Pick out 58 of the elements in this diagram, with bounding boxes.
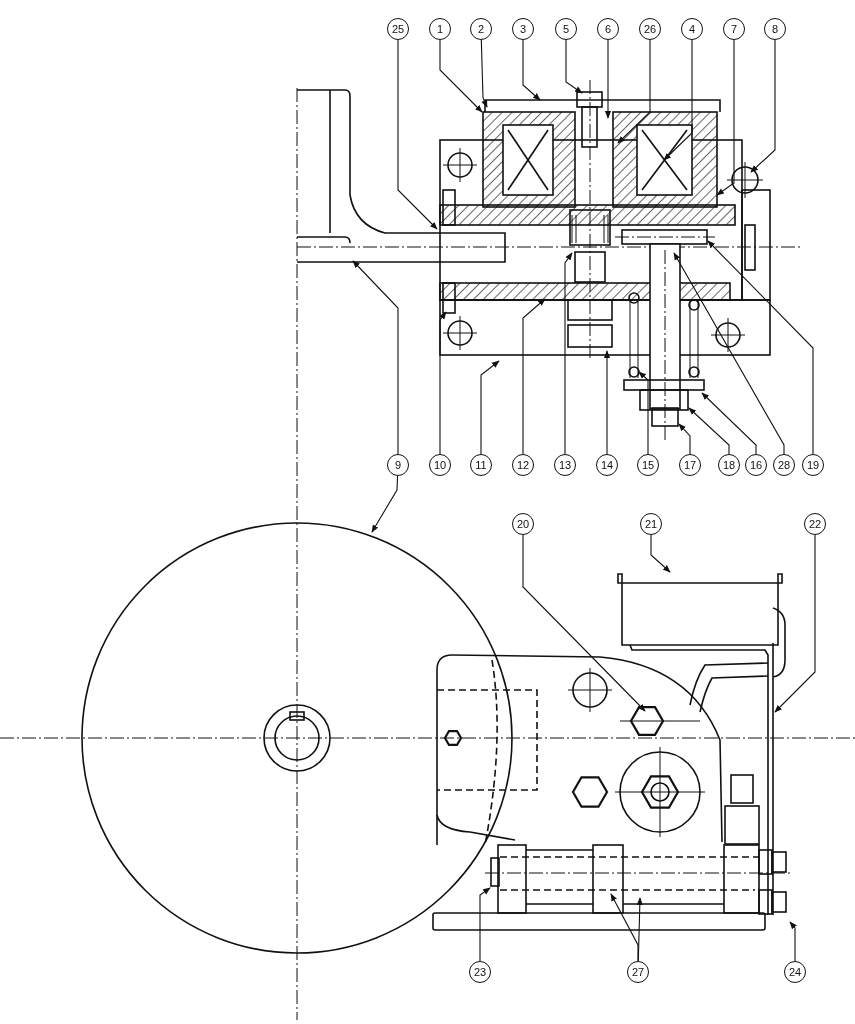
callout-number: 14 xyxy=(596,454,618,476)
leader-line xyxy=(678,423,691,455)
callout-number: 22 xyxy=(804,513,826,535)
leader-line xyxy=(371,475,399,533)
leader-line xyxy=(638,371,649,455)
leader-line xyxy=(439,39,483,113)
callout-number: 26 xyxy=(639,18,661,40)
leader-line xyxy=(707,240,814,455)
leader-line xyxy=(750,39,776,173)
callout-number: 5 xyxy=(555,18,577,40)
leader-line xyxy=(522,534,646,712)
callout-number: 13 xyxy=(554,454,576,476)
leader-line xyxy=(480,39,488,108)
callout-number: 7 xyxy=(723,18,745,40)
callout-number: 28 xyxy=(773,454,795,476)
callout-number: 23 xyxy=(469,961,491,983)
callout-number: 4 xyxy=(681,18,703,40)
leader-line xyxy=(688,407,730,455)
leader-line xyxy=(610,893,639,962)
leader-line xyxy=(789,921,797,962)
leader-line xyxy=(522,39,541,101)
leader-line xyxy=(603,350,611,455)
callout-number: 21 xyxy=(640,513,662,535)
leader-line xyxy=(604,39,612,119)
callout-number: 17 xyxy=(679,454,701,476)
callout-number: 24 xyxy=(784,961,806,983)
callout-number: 8 xyxy=(764,18,786,40)
callout-number: 12 xyxy=(512,454,534,476)
callout-number: 27 xyxy=(627,961,649,983)
leader-line xyxy=(439,311,447,455)
callout-number: 20 xyxy=(512,513,534,535)
callout-number: 25 xyxy=(387,18,409,40)
leader-line xyxy=(701,392,757,455)
leader-line xyxy=(565,39,583,94)
leader-line xyxy=(479,887,491,962)
callout-number: 9 xyxy=(387,454,409,476)
callout-number: 6 xyxy=(597,18,619,40)
leader-line xyxy=(397,39,438,230)
leader-line xyxy=(716,39,735,196)
leader-line xyxy=(564,252,573,455)
callout-number: 10 xyxy=(429,454,451,476)
leader-line xyxy=(480,360,500,455)
leader-line xyxy=(522,298,546,455)
leader-line xyxy=(774,534,816,713)
callout-number: 19 xyxy=(802,454,824,476)
leader-line xyxy=(617,39,651,144)
callout-number: 2 xyxy=(470,18,492,40)
callout-number: 1 xyxy=(429,18,451,40)
leader-line xyxy=(636,897,643,962)
callout-number: 11 xyxy=(470,454,492,476)
leader-line xyxy=(673,252,785,455)
callout-number: 18 xyxy=(718,454,740,476)
leader-line xyxy=(352,260,399,455)
leader-line xyxy=(650,534,671,573)
callout-number: 15 xyxy=(637,454,659,476)
leader-line xyxy=(663,39,693,161)
callout-number: 3 xyxy=(512,18,534,40)
callout-number: 16 xyxy=(745,454,767,476)
